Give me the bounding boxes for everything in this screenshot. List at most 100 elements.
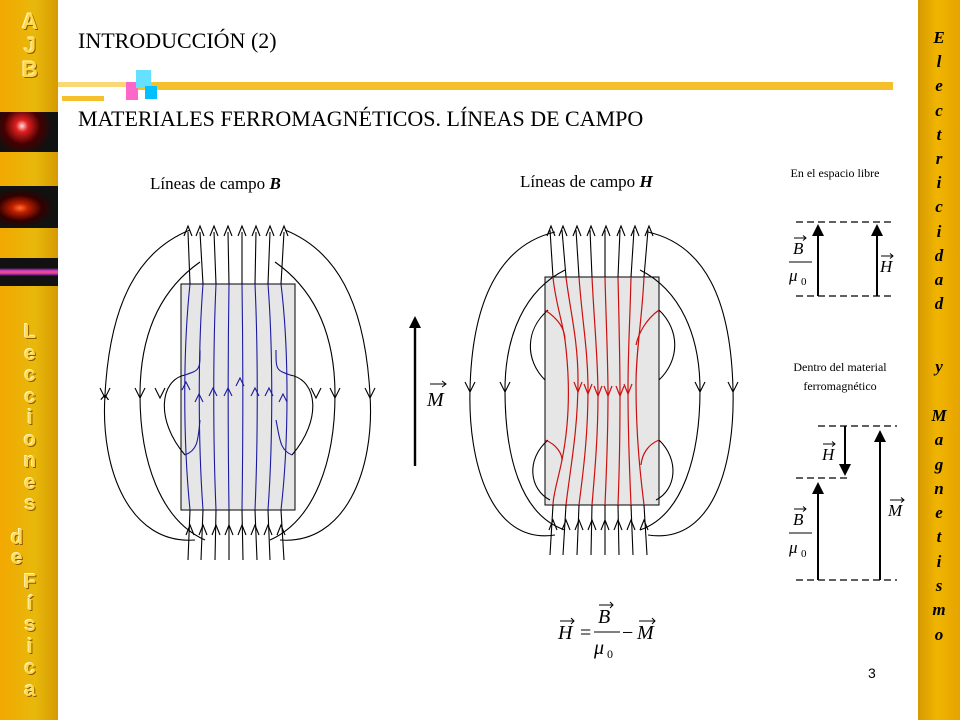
b-outer-loops [99, 229, 376, 541]
page-subtitle: MATERIALES FERROMAGNÉTICOS. LÍNEAS DE CA… [78, 106, 644, 131]
eq-h-symbol: H [557, 622, 574, 644]
electricidad-letter: c [935, 100, 943, 120]
free-space-label: En el espacio libre [790, 166, 880, 180]
label-h-symbol: H [639, 172, 653, 191]
magnetismo-letter: o [934, 624, 944, 644]
im-h-symbol: H [821, 445, 836, 464]
fs-mu-symbol: μ [788, 266, 798, 285]
de-letter: e [11, 547, 23, 569]
fisica-letter: c [24, 657, 36, 679]
fisica-letter: í [27, 592, 33, 615]
label-b-symbol: B [269, 174, 281, 193]
fisica-letter: i [27, 635, 33, 658]
electricidad-letter: e [935, 76, 943, 96]
ajb-letter: A [22, 9, 38, 34]
magnetismo-letter: a [934, 430, 944, 450]
fisica-letter: s [24, 614, 36, 636]
thumbnail-image-1 [0, 112, 58, 152]
inside-material-label: Dentro del material ferromagnético [765, 358, 915, 396]
inside-material-line-1: Dentro del material [793, 360, 887, 374]
electricidad-letter: d [934, 294, 944, 314]
lecciones-letter: c [24, 364, 36, 386]
lecciones-letter: s [24, 493, 36, 515]
lecciones-letter: e [24, 471, 36, 494]
im-b-over-mu: B μ 0 [788, 506, 812, 560]
lecciones-letter: e [24, 342, 36, 365]
magnetismo-letter: M [931, 406, 947, 425]
im-m-symbol: M [887, 501, 903, 520]
im-b-symbol: B [793, 510, 804, 529]
m-symbol-text: M [426, 389, 445, 411]
label-lineas-b: Líneas de campo B [150, 174, 281, 194]
fs-b-symbol: B [793, 239, 804, 258]
page-number: 3 [868, 665, 876, 681]
b-top-bottom-lines [183, 224, 289, 561]
magnetismo-letter: i [936, 551, 942, 571]
im-h-symbol-group: H [821, 441, 836, 464]
lecciones-letter: c [24, 385, 36, 408]
eq-mu-symbol: μ [593, 637, 604, 659]
b-inner-lines [181, 283, 293, 511]
magnetismo-letter: n [934, 478, 944, 498]
h-inner-lines [544, 276, 660, 506]
free-space-diagram [796, 221, 895, 297]
inside-material-diagram [796, 425, 897, 581]
de-letter: d [10, 527, 24, 549]
m-symbol-label: M [426, 380, 447, 411]
magnetismo-letter: g [934, 454, 944, 474]
magnetismo-letter: e [935, 503, 943, 523]
magnetismo-letter: t [936, 527, 942, 547]
h-field-diagram [464, 224, 739, 556]
fs-h-symbol: H [879, 257, 894, 276]
eq-m-symbol: M [636, 622, 655, 644]
electricidad-letter: d [934, 245, 944, 265]
free-space-h-symbol: H [879, 253, 894, 276]
fs-mu-sub: 0 [801, 276, 807, 288]
ajb-letter: B [22, 57, 38, 82]
label-lineas-b-text: Líneas de campo [150, 174, 270, 193]
electricidad-letter: l [936, 52, 942, 72]
im-m-symbol-group: M [887, 497, 905, 520]
lecciones-letter: o [23, 428, 37, 451]
electricidad-letter: t [936, 124, 942, 144]
im-mu-sub: 0 [801, 548, 807, 560]
electricidad-letter: a [934, 270, 944, 290]
b-field-diagram [99, 224, 376, 561]
lecciones-letter: i [27, 407, 33, 429]
thumbnail-image-3 [0, 258, 58, 286]
eq-mu-sub: 0 [607, 647, 613, 661]
magnetismo-letter: m [932, 600, 946, 620]
electricidad-letter: r [935, 149, 943, 169]
inside-material-line-2: ferromagnético [803, 379, 877, 393]
h-equation: H = B μ 0 − M [557, 601, 656, 661]
label-lineas-h: Líneas de campo H [520, 172, 653, 192]
eq-b-symbol: B [598, 606, 610, 628]
electricidad-letter: c [935, 197, 943, 217]
right-sidebar [918, 0, 960, 720]
ajb-letter: J [23, 33, 37, 58]
h-outer-loops [464, 224, 739, 556]
sidebar-y-letter: y [918, 356, 960, 378]
thumbnail-image-2 [0, 186, 58, 228]
magnetismo-letter: s [935, 576, 943, 596]
lecciones-letter: n [23, 450, 37, 472]
electricidad-letter: i [936, 173, 942, 193]
im-mu-symbol: μ [788, 538, 798, 557]
y-letter: y [935, 357, 943, 376]
fisica-letter: F [23, 571, 37, 593]
eq-minus: − [622, 622, 633, 644]
label-lineas-h-text: Líneas de campo [520, 172, 640, 191]
free-space-b-over-mu: B μ 0 [788, 235, 812, 288]
eq-equals: = [580, 622, 591, 644]
electricidad-letter: E [933, 28, 945, 47]
math-symbols: M B μ 0 H H B μ 0 M [426, 235, 905, 661]
fisica-letter: a [24, 678, 36, 701]
page-title: INTRODUCCIÓN (2) [78, 28, 277, 53]
